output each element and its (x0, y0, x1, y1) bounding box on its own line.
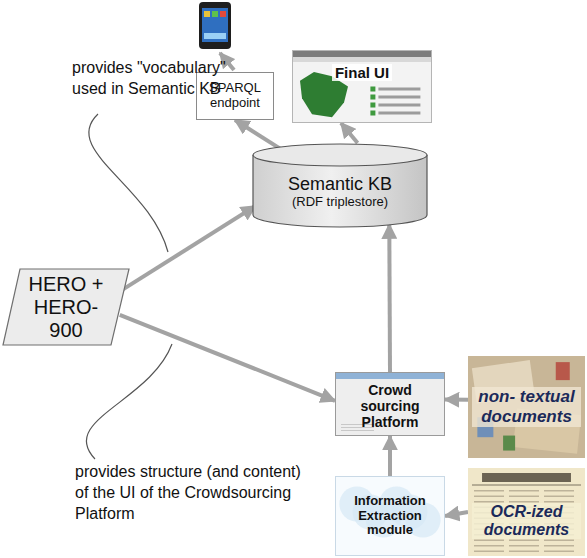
app-icon (220, 11, 226, 17)
node-text: OCR-ized documents (472, 503, 581, 540)
print-line (544, 545, 574, 547)
print-line (544, 551, 574, 553)
app-dock (204, 33, 226, 39)
flow-arrow (388, 436, 392, 476)
print-line (509, 540, 539, 542)
node-text: Information Extraction module (339, 494, 441, 539)
flow-arrow (341, 123, 358, 143)
print-line (509, 490, 539, 492)
annotation-note: provides "vocabulary" used in Semantic K… (72, 58, 252, 100)
callout-curve (86, 344, 172, 459)
masthead (482, 473, 571, 482)
app-icon (212, 11, 218, 17)
phone-icon (199, 2, 231, 49)
text-holder: Information Extraction module (335, 476, 445, 556)
phone-screen (202, 8, 228, 42)
list-marker (370, 95, 375, 100)
module-box: Information Extraction module (335, 476, 445, 556)
cylinder-top (253, 144, 427, 166)
text-holder: non- textual documents (468, 356, 585, 458)
node-text: HERO + HERO-900 (18, 273, 114, 342)
stamp (503, 436, 515, 451)
annotation-note: provides structure (and content) of the … (75, 462, 315, 524)
print-line (474, 545, 504, 547)
documents-image: non- textual documents (468, 356, 585, 458)
print-line (474, 496, 504, 498)
list-marker (370, 111, 375, 116)
print-line (509, 545, 539, 547)
text-holder: HERO + HERO-900 (2, 268, 130, 346)
final-ui-thumbnail-outline (292, 50, 432, 123)
ontology-parallelogram: HERO + HERO-900 (2, 268, 130, 346)
text-holder: Final UI (292, 50, 432, 123)
list-line (378, 96, 420, 99)
list-marker (370, 87, 375, 92)
final-ui-thumbnail: Final UI (292, 50, 432, 123)
header-strip (293, 57, 431, 62)
flow-arrow (120, 315, 335, 401)
rule (472, 485, 581, 486)
node-text: (RDF triplestore) (292, 195, 388, 210)
print-line (544, 540, 574, 542)
callout-curve (89, 114, 168, 252)
node-text: Crowd sourcing Platform (339, 382, 441, 430)
print-line (474, 540, 504, 542)
platform-box: Crowd sourcing Platform (335, 372, 445, 436)
flow-arrow (120, 206, 256, 291)
node-text: Semantic KB (288, 174, 392, 195)
list-line (378, 88, 420, 91)
node-text: non- textual documents (472, 387, 581, 426)
list-marker (370, 103, 375, 108)
screenshot-frame (293, 51, 432, 123)
app-icon (204, 11, 210, 17)
title-bar (293, 51, 431, 57)
connectors (120, 120, 468, 516)
print-line (474, 490, 504, 492)
photo-ground (468, 356, 585, 458)
text-holder: Crowd sourcing Platform (335, 372, 445, 436)
flow-arrow (387, 224, 392, 372)
box-ground (336, 477, 445, 556)
phone-body (199, 2, 231, 49)
print-line (544, 496, 574, 498)
form-line (341, 430, 374, 431)
flow-arrow (445, 512, 468, 516)
print-line (544, 490, 574, 492)
print-line (509, 551, 539, 553)
text-holder: Semantic KB(RDF triplestore) (252, 143, 428, 227)
screenshot-frame (336, 373, 445, 436)
documents-image: OCR-ized documents (468, 468, 585, 556)
stamp (556, 362, 570, 380)
print-line (509, 496, 539, 498)
flow-arrow (445, 398, 468, 402)
database-cylinder: Semantic KB(RDF triplestore) (252, 143, 428, 227)
parallelogram (3, 269, 129, 345)
paper-ground (468, 468, 585, 556)
list-line (378, 104, 420, 107)
print-line (474, 551, 504, 553)
header-strip (336, 373, 444, 379)
node-text: Final UI (332, 64, 392, 81)
text-holder: OCR-ized documents (468, 468, 585, 556)
list-line (378, 112, 420, 115)
